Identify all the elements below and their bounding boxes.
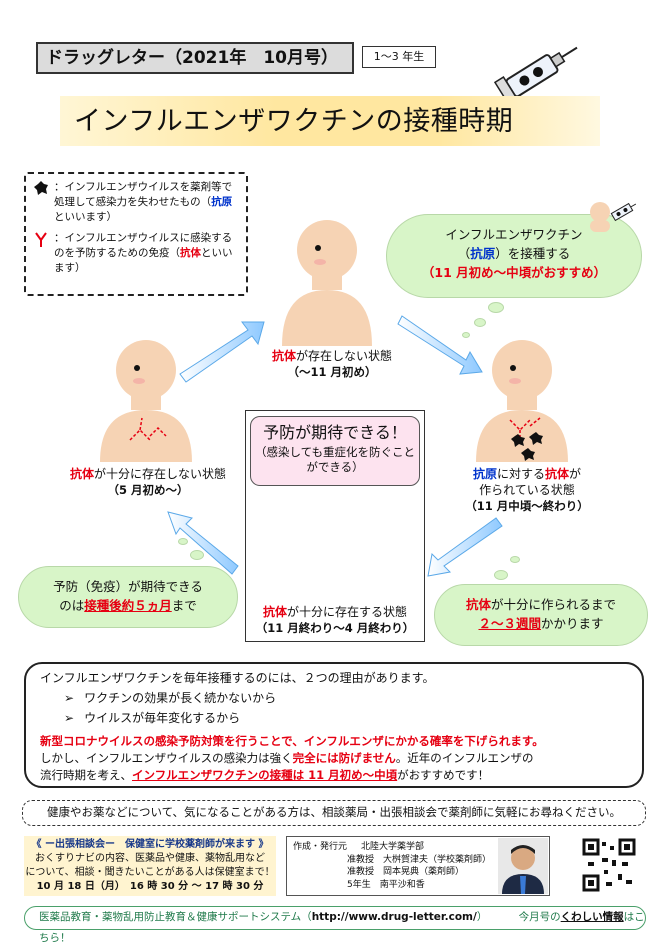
state-left-label: 抗体が十分に存在しない状態 （5 月初め〜）: [58, 466, 238, 498]
state-right-term2: 抗体: [545, 467, 570, 481]
consult-note: 健康やお薬などについて、気になることがある方は、相談薬局・出張相談会で薬剤師に気…: [22, 800, 646, 826]
qr-code-icon[interactable]: [582, 838, 636, 892]
person-top: [282, 220, 372, 346]
reasons-line2-pre: しかし、インフルエンザウイルスの感染力は強く: [40, 751, 293, 765]
person-right: [476, 340, 568, 462]
title-banner: [60, 96, 600, 146]
footer-detail-link[interactable]: くわしい情報: [560, 911, 624, 923]
state-center-text: が十分に存在する状態: [287, 605, 408, 619]
cloud-puff: [488, 302, 504, 313]
prevent-title: 予防が期待できる！: [263, 423, 407, 442]
reasons-line3-pre: 流行時期を考え、: [40, 768, 132, 782]
state-top-text: が存在しない状態: [296, 349, 393, 363]
vaccine-cloud-line1: インフルエンザワクチン: [445, 227, 583, 242]
cloud-puff: [178, 538, 188, 545]
vaccine-cloud-term: 抗原: [470, 246, 496, 261]
reason-item: ワクチンの効果が長く続かないから: [40, 690, 628, 707]
prevent-bubble: 予防が期待できる！ （感染しても重症化を防ぐことができる）: [250, 416, 420, 486]
prevent-sub: （感染しても重症化を防ぐことができる）: [254, 445, 416, 474]
state-right-label: 抗原に対する抗体が 作られている状態 （11 月中頃〜終わり）: [452, 466, 602, 514]
issue-title: ドラッグレター（2021年 10月号）: [36, 42, 354, 74]
reasons-line2-post: 。近年のインフルエンザの: [395, 751, 534, 765]
main-title: インフルエンザワクチンの接種時期: [74, 106, 514, 137]
issuer-label: 作成・発行元: [293, 842, 348, 852]
event-date: 10 月 18 日（月） 16 時 30 分 〜 17 時 30 分: [36, 881, 264, 892]
cloud-puff: [462, 332, 470, 338]
cloud-puff: [190, 550, 204, 560]
legend-antigen-text: ：インフルエンザウイルスを薬剤等で処理して感染力を失わせたもの（: [54, 181, 233, 208]
cloud-puff: [510, 556, 520, 563]
vaccine-cloud-post: ）を接種する: [495, 246, 571, 261]
vaccine-cloud-pre: （: [457, 246, 471, 261]
event-title: 《 ー出張相談会ー 保健室に学校薬剤師が来ます 》: [31, 839, 269, 850]
legend-antigen-term: 抗原: [211, 196, 233, 208]
arrow-right-to-center: [427, 517, 503, 577]
legend-box: ：インフルエンザウイルスを薬剤等で処理して感染力を失わせたもの（抗原といいます）…: [24, 172, 248, 296]
state-top-sub: （〜11 月初め）: [287, 365, 377, 379]
reasons-box: インフルエンザワクチンを毎年接種するのには、２つの理由があります。 ワクチンの効…: [24, 662, 644, 788]
antibody-cloud-post: が十分に作られるまで: [491, 597, 617, 612]
state-right-text2: が: [569, 467, 582, 481]
event-box: 《 ー出張相談会ー 保健室に学校薬剤師が来ます 》 おくすりナビの内容、医薬品や…: [24, 836, 276, 896]
state-top-term: 抗体: [271, 349, 296, 363]
state-right-text3: 作られている状態: [479, 483, 575, 497]
legend-antibody-end: といいます）: [54, 247, 233, 274]
state-right-term1: 抗原: [472, 467, 497, 481]
reasons-intro: インフルエンザワクチンを毎年接種するのには、２つの理由があります。: [40, 671, 435, 685]
arrow-top-to-right: [397, 315, 483, 375]
state-center-term: 抗体: [262, 605, 287, 619]
state-top-label: 抗体が存在しない状態 （〜11 月初め）: [262, 348, 402, 380]
state-center-label: 抗体が十分に存在する状態 （11 月終わり〜4 月終わり）: [250, 604, 420, 636]
prevent-cloud: 予防（免疫）が期待できる のは接種後約５ヵ月まで: [18, 566, 238, 628]
state-center-sub: （11 月終わり〜4 月終わり）: [255, 621, 415, 635]
footer-detail-post: はこちら！: [39, 911, 645, 944]
footer-text: 医薬品教育・薬物乱用防止教育＆健康サポートシステム（: [39, 911, 312, 923]
covid-line: 新型コロナウイルスの感染予防対策を行うことで、インフルエンザにかかる確率を下げら…: [40, 734, 544, 748]
legend-antibody-text: ：インフルエンザウイルスに感染するのを予防するための免疫（: [54, 232, 233, 259]
arrow-center-to-left: [167, 511, 239, 575]
vaccine-cloud-timing: （11 月初め〜中頃がおすすめ）: [421, 265, 607, 280]
person-left: [100, 340, 192, 462]
antibody-cloud-post2: かかります: [541, 616, 604, 631]
state-left-sub: （5 月初め〜）: [107, 483, 189, 497]
cloud-puff: [474, 318, 486, 327]
issuer-person2: 准教授 岡本晃典（薬剤師）: [347, 867, 465, 877]
issuer-person1: 准教授 大桝賀津夫（学校薬剤師）: [347, 854, 492, 865]
state-left-text: が十分に存在しない状態: [94, 467, 227, 481]
reasons-line3-post: がおすすめです！: [397, 768, 490, 782]
issuer-org: 北陸大学薬学部: [361, 842, 425, 852]
prevent-cloud-line1: 予防（免疫）が期待できる: [53, 579, 203, 594]
reasons-line3-red: インフルエンザワクチンの接種は 11 月初め〜中頃: [132, 768, 398, 782]
antibody-cloud-strong: ２〜３週間: [478, 616, 541, 631]
antibody-cloud: 抗体が十分に作られるまで ２〜３週間かかります: [434, 584, 648, 646]
grade-label: 1〜3 年生: [362, 46, 436, 68]
legend-antibody-term: 抗体: [180, 247, 201, 259]
author-photo: [498, 838, 548, 894]
footer-bar: 医薬品教育・薬物乱用防止教育＆健康サポートシステム（http://www.dru…: [24, 906, 646, 944]
footer-url-link[interactable]: http://www.drug-letter.com/: [311, 911, 477, 923]
reasons-line2-red: 完全には防げません: [292, 751, 396, 765]
prevent-cloud-post: まで: [171, 598, 197, 613]
state-left-term: 抗体: [69, 467, 94, 481]
event-line1: おくすりナビの内容、医薬品や健康、薬物乱用など: [35, 853, 265, 864]
reason-item: ウイルスが毎年変化するから: [40, 710, 628, 727]
issuer-person3: 5年生 南平沙和香: [347, 879, 425, 890]
event-line2: について、相談・聞きたいことがある人は保健室まで！: [25, 867, 275, 878]
antibody-cloud-term: 抗体: [465, 597, 491, 612]
footer-detail-pre: 今月号の: [518, 911, 561, 923]
footer-text-end: ）: [476, 911, 488, 923]
small-person-icon: [590, 202, 637, 232]
prevent-cloud-strong: 接種後約５ヵ月: [84, 598, 172, 613]
arrow-left-to-top: [179, 321, 265, 383]
issuer-box: 作成・発行元 北陸大学薬学部 准教授 大桝賀津夫（学校薬剤師） 准教授 岡本晃典…: [286, 836, 550, 896]
antibody-icon: [34, 231, 54, 253]
state-right-text1: に対する: [496, 467, 545, 481]
prevent-cloud-pre: のは: [59, 598, 85, 613]
antigen-icon: [34, 180, 54, 200]
legend-antigen-end: といいます）: [54, 211, 117, 223]
state-right-sub: （11 月中頃〜終わり）: [465, 499, 589, 513]
cloud-puff: [494, 570, 508, 580]
